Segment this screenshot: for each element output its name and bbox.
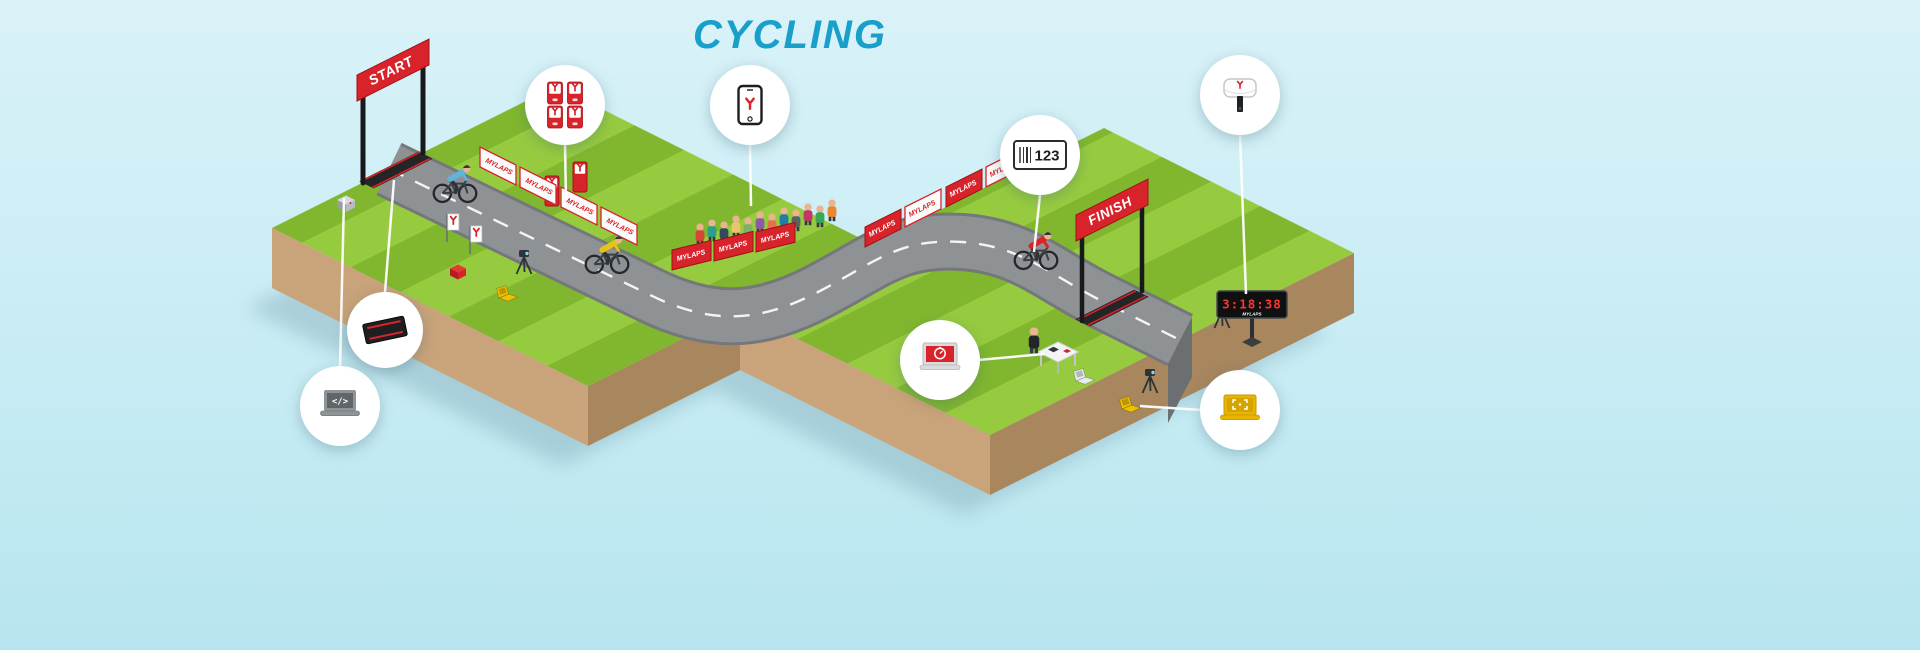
officials-table — [1036, 341, 1080, 374]
mylaps-barrier-red: MYLAPS — [945, 168, 983, 208]
mylaps-barrier-white: MYLAPS — [560, 185, 598, 227]
callout-line — [977, 352, 1045, 362]
mylaps-barrier-red: MYLAPS — [671, 239, 712, 271]
grass-surface — [272, 86, 1354, 435]
finish-timing-mat — [1075, 289, 1149, 327]
code-laptop-icon: </> — [320, 390, 360, 416]
callout-transponder-set[interactable] — [525, 65, 605, 145]
mylaps-barrier-white: MYLAPS — [600, 205, 638, 247]
track-barriers: MYLAPS MYLAPS MYLAPS MYLAPS MYLAPS MYLAP… — [479, 145, 1023, 271]
yellow-laptop-icon — [1220, 394, 1260, 420]
mylaps-barrier-white: MYLAPS — [479, 145, 517, 187]
start-decoder-box — [337, 195, 355, 212]
callout-circle — [525, 65, 605, 145]
mylaps-barrier-white: MYLAPS — [519, 165, 557, 207]
callout-line — [1032, 194, 1042, 253]
dirt-face-mid-right — [740, 310, 990, 495]
callout-mobile-app[interactable] — [710, 65, 790, 145]
bibtag-number-label: 123 — [1034, 148, 1059, 165]
stopwatch-laptop-icon — [919, 342, 961, 370]
finish-mat-stripe — [1077, 290, 1137, 321]
start-banner-bar — [356, 38, 430, 102]
callout-line — [1238, 134, 1248, 295]
callout-line — [563, 144, 568, 201]
callout-line — [1139, 404, 1203, 412]
mylaps-barrier-red: MYLAPS — [755, 221, 796, 253]
callout-line — [338, 197, 346, 369]
dirt-face-mid-left — [588, 310, 740, 446]
finish-banner-bar — [1075, 178, 1149, 242]
finish-clock: 3:18:38 MYLAPS — [1216, 290, 1288, 347]
callout-line — [383, 179, 396, 293]
mylaps-barrier-red: MYLAPS — [713, 230, 754, 262]
callouts: </> — [300, 55, 1280, 450]
callout-prochip-transponder[interactable] — [1200, 55, 1280, 135]
mylaps-barrier-white: MYLAPS — [904, 187, 942, 229]
code-label: </> — [332, 397, 349, 407]
finish-mat-stripe — [1087, 295, 1147, 326]
race-road — [376, 142, 1193, 423]
callout-line — [748, 144, 753, 207]
page-title: CYCLING — [693, 13, 887, 57]
road-end-face — [1168, 317, 1192, 423]
road-center-dashes — [388, 167, 1181, 342]
equipment-case — [450, 264, 466, 280]
start-timing-mat — [359, 151, 433, 189]
transponder-stand — [572, 161, 588, 193]
callout-timing-software-laptop[interactable] — [900, 320, 980, 400]
transponder-icon — [1223, 78, 1257, 112]
callout-lines — [338, 134, 1248, 412]
bibtag-icon: 123 — [1013, 140, 1067, 170]
dirt-face-west — [272, 228, 588, 446]
callout-software-code-laptop[interactable]: </> — [300, 366, 380, 446]
clock-brand: MYLAPS — [1242, 312, 1262, 317]
callout-results-laptop[interactable] — [1200, 370, 1280, 450]
callout-track-detection-mat[interactable] — [347, 292, 423, 368]
clock-time: 3:18:38 — [1222, 297, 1282, 312]
detection-mat-icon — [362, 315, 408, 345]
start-mat-stripe — [361, 151, 421, 182]
start-mat-stripe — [371, 157, 431, 189]
callout-bibtag[interactable]: 123 — [1000, 115, 1080, 195]
mobile-app-icon — [737, 84, 763, 126]
finish-area: FINISH 3:18:38 MYLAPS — [1028, 178, 1288, 413]
mylaps-barrier-red: MYLAPS — [864, 208, 902, 248]
